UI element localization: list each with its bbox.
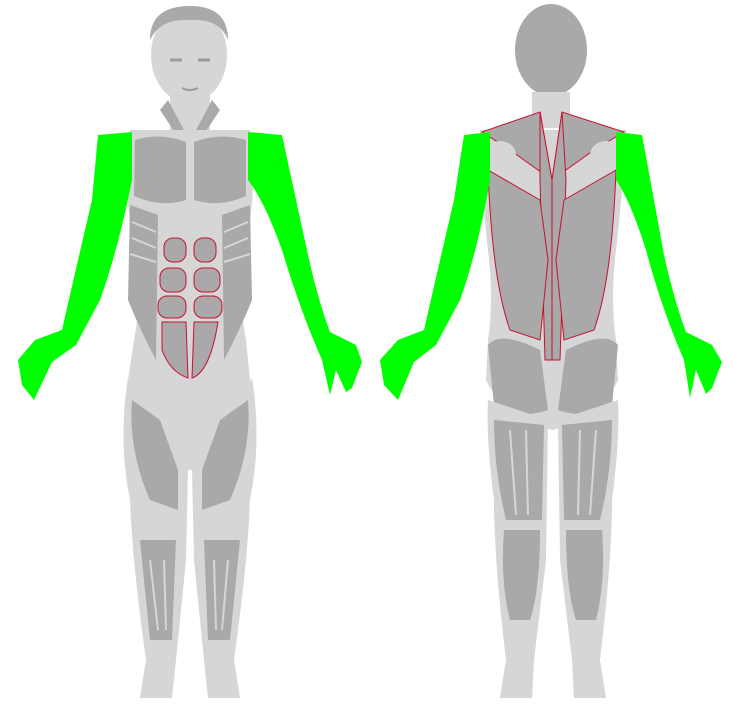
back-glute-left [488,339,548,414]
back-right-arm[interactable] [616,132,722,398]
front-figure [18,6,362,698]
front-right-arm[interactable] [248,132,362,395]
front-left-arm[interactable] [18,132,132,400]
back-glute-right [558,339,618,414]
back-head [515,4,587,96]
back-left-arm[interactable] [380,132,490,400]
front-pec-left [134,136,186,203]
front-pec-right [194,136,246,203]
back-figure [380,4,722,698]
